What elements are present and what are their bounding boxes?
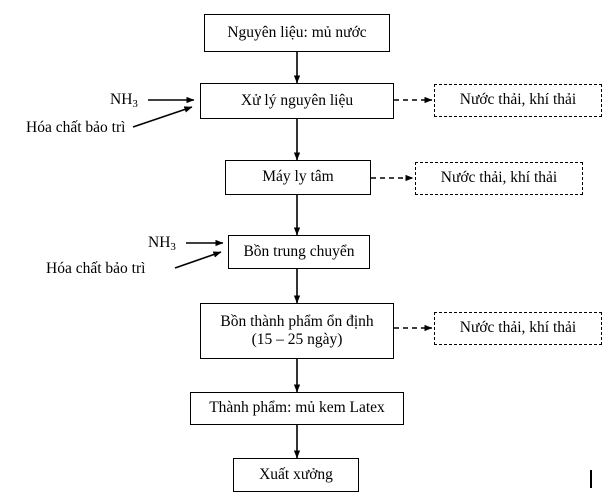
- node-shipment[interactable]: Xuất xưởng: [233, 458, 359, 492]
- label-nh3-1-text: NH: [110, 91, 133, 108]
- node-shipment-label: Xuất xưởng: [259, 465, 333, 483]
- node-waste-2[interactable]: Nước thải, khí thải: [415, 162, 583, 195]
- node-transfer-tank-label: Bồn trung chuyển: [243, 242, 355, 260]
- connector-chemical-1-to-treatment: [132, 106, 193, 128]
- label-chemical-2: Hóa chất bảo trì: [46, 261, 145, 277]
- node-waste-3-label: Nước thải, khí thải: [459, 319, 577, 337]
- label-nh3-2-subscript: 3: [170, 241, 176, 253]
- node-stabilizing-tank[interactable]: Bồn thành phẩm ổn định (15 – 25 ngày): [200, 303, 394, 359]
- node-waste-1[interactable]: Nước thải, khí thải: [434, 84, 602, 117]
- label-nh3-1-subscript: 3: [132, 98, 138, 110]
- label-chemical-2-text: Hóa chất bảo trì: [46, 260, 146, 277]
- node-finished-product-label: Thành phẩm: mủ kem Latex: [209, 399, 385, 417]
- label-chemical-1: Hóa chất bảo trì: [26, 120, 125, 136]
- node-raw-material[interactable]: Nguyên liệu: mủ nước: [204, 14, 390, 52]
- node-waste-3[interactable]: Nước thải, khí thải: [434, 312, 602, 345]
- node-centrifuge[interactable]: Máy ly tâm: [225, 160, 371, 195]
- label-nh3-1: NH3: [110, 91, 138, 110]
- page-edge-tick: [590, 470, 592, 488]
- node-finished-product[interactable]: Thành phẩm: mủ kem Latex: [190, 392, 404, 425]
- node-stabilizing-tank-label-line2: (15 – 25 ngày): [251, 331, 343, 348]
- label-nh3-2-text: NH: [148, 234, 171, 251]
- connector-chemical-2-to-transfer: [174, 251, 222, 269]
- node-waste-1-label: Nước thải, khí thải: [459, 91, 577, 109]
- node-stabilizing-tank-label-line1: Bồn thành phẩm ổn định: [220, 312, 374, 330]
- label-chemical-1-text: Hóa chất bảo trì: [26, 119, 126, 136]
- node-raw-material-label: Nguyên liệu: mủ nước: [227, 23, 367, 41]
- node-material-treatment[interactable]: Xử lý nguyên liệu: [200, 83, 394, 119]
- label-nh3-2: NH3: [148, 234, 176, 253]
- node-material-treatment-label: Xử lý nguyên liệu: [240, 91, 354, 109]
- node-centrifuge-label: Máy ly tâm: [262, 168, 334, 186]
- node-waste-2-label: Nước thải, khí thải: [440, 169, 558, 187]
- node-transfer-tank[interactable]: Bồn trung chuyển: [228, 235, 370, 269]
